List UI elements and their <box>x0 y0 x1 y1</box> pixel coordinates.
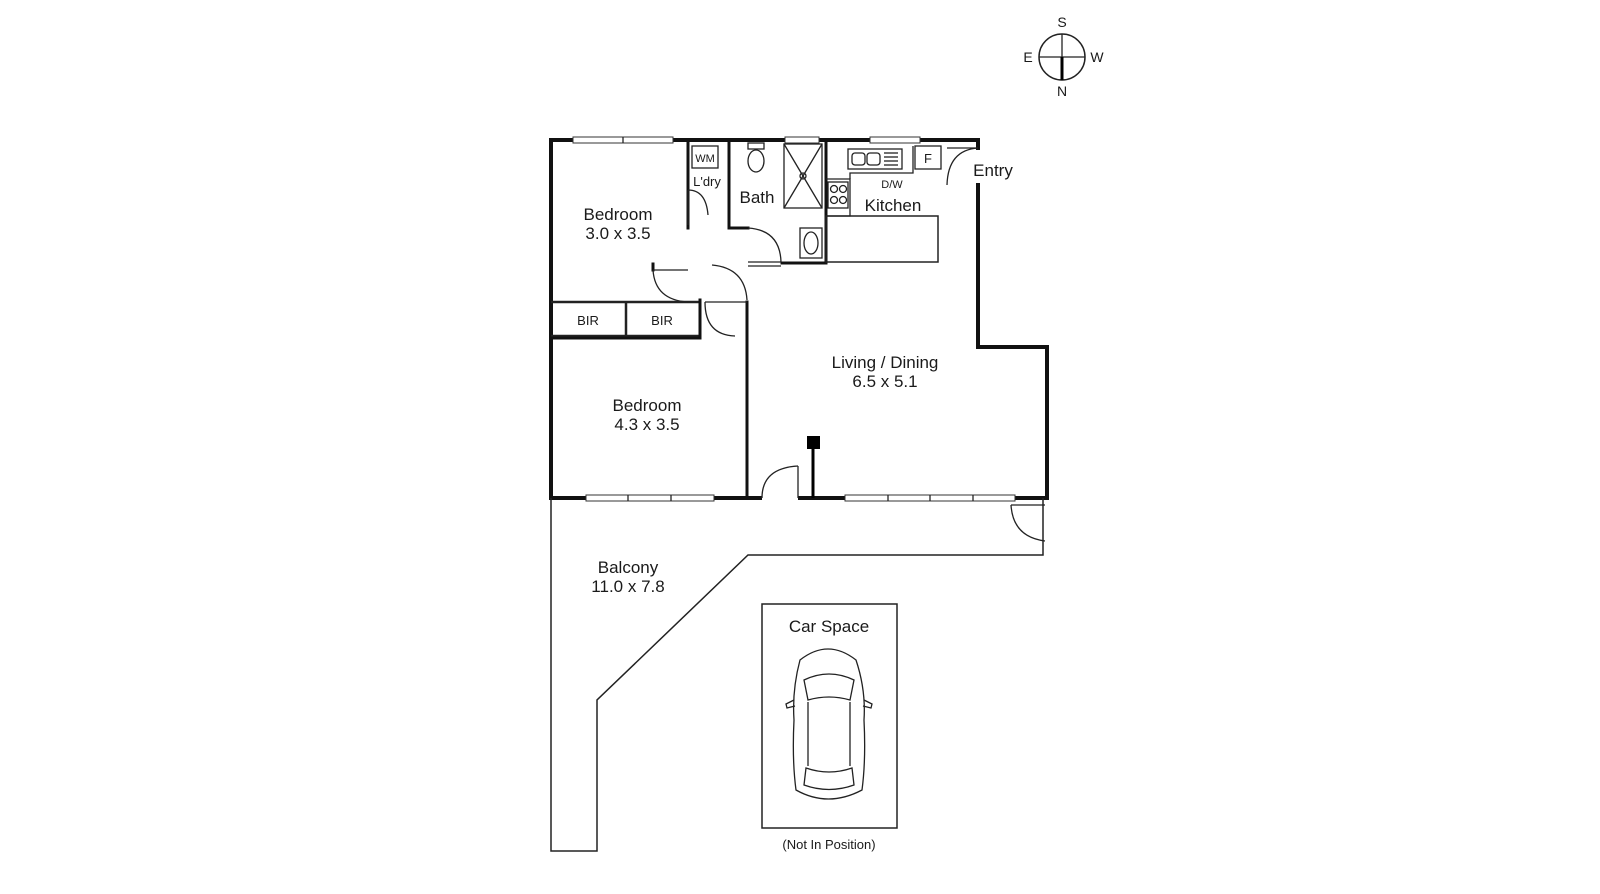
bedroom-1-name: Bedroom <box>584 205 653 224</box>
bath-label: Bath <box>740 188 775 207</box>
bir-2-label: BIR <box>651 313 673 328</box>
car-space-note: (Not In Position) <box>782 837 875 852</box>
bedroom-2-name: Bedroom <box>613 396 682 415</box>
wm-label: WM <box>695 153 715 165</box>
windows <box>572 136 1016 502</box>
laundry: WM L'dry <box>691 145 721 189</box>
cooktop-icon <box>827 181 849 209</box>
balcony-name: Balcony <box>598 558 659 577</box>
shower-icon <box>783 143 823 209</box>
bedroom-1-dims: 3.0 x 3.5 <box>585 224 650 243</box>
compass-n: N <box>1057 83 1067 99</box>
toilet-cistern-icon <box>747 142 765 150</box>
bir-1-label: BIR <box>577 313 599 328</box>
compass-e: E <box>1023 49 1032 65</box>
fridge-icon <box>914 145 942 170</box>
entry-label: Entry <box>973 161 1013 180</box>
bedroom-2-dims: 4.3 x 3.5 <box>614 415 679 434</box>
kitchen: F D/W Kitchen <box>825 145 942 263</box>
kitchen-island <box>825 215 939 263</box>
car-space: Car Space (Not In Position) <box>761 603 898 852</box>
living-dims: 6.5 x 5.1 <box>852 372 917 391</box>
bedroom-2: Bedroom 4.3 x 3.5 <box>613 396 682 434</box>
toilet-icon <box>747 149 765 173</box>
doors <box>652 147 1046 542</box>
compass-w: W <box>1090 49 1104 65</box>
bath-fixtures: Bath <box>740 142 823 259</box>
balcony-dims: 11.0 x 7.8 <box>591 577 664 596</box>
compass-s: S <box>1057 14 1066 30</box>
car-icon <box>785 648 873 800</box>
column <box>807 436 820 449</box>
sink-icon <box>847 148 903 170</box>
dishwasher-label: D/W <box>881 179 903 191</box>
fridge-label: F <box>924 151 932 166</box>
kitchen-label: Kitchen <box>865 196 922 215</box>
living-name: Living / Dining <box>832 353 939 372</box>
vanity-icon <box>799 227 823 259</box>
laundry-label: L'dry <box>693 174 721 189</box>
washing-machine-icon <box>691 145 719 169</box>
balcony: Balcony 11.0 x 7.8 <box>550 498 1044 852</box>
compass: S E W N <box>1023 14 1104 99</box>
living-dining: Living / Dining 6.5 x 5.1 <box>832 353 939 391</box>
car-space-name: Car Space <box>789 617 869 636</box>
bedroom-1: Bedroom 3.0 x 3.5 <box>584 205 653 243</box>
